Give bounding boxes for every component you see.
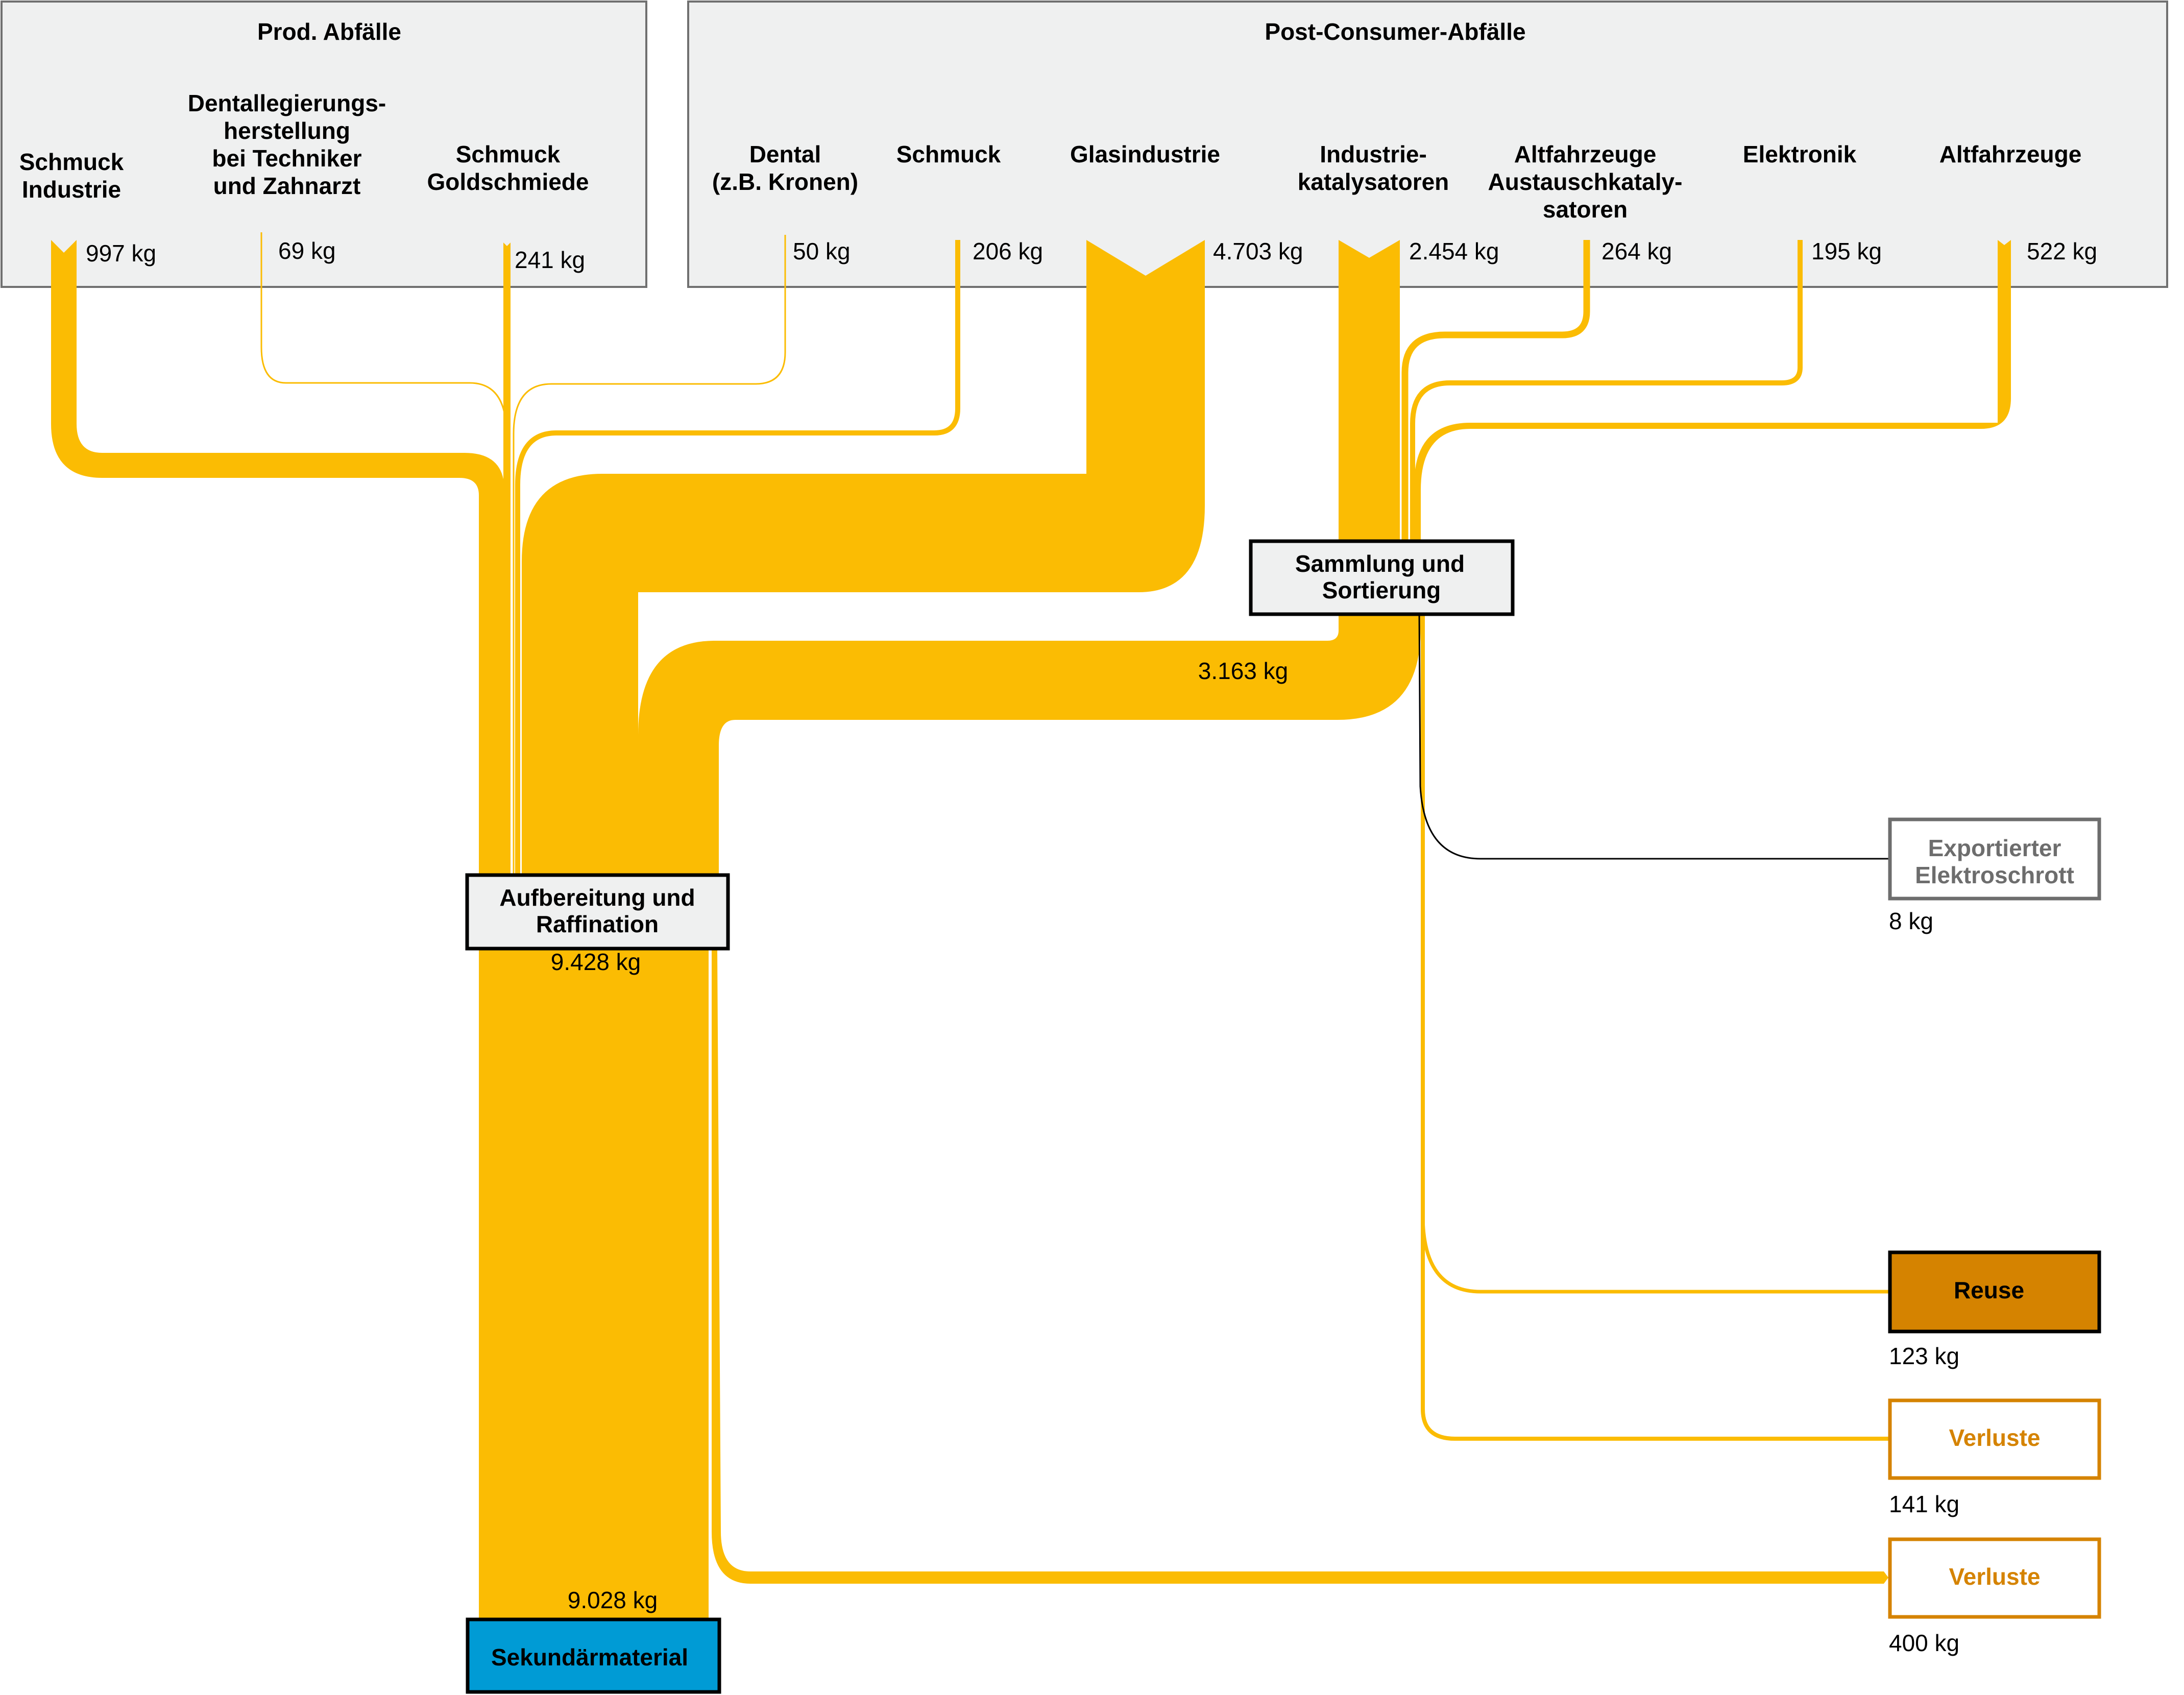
- flow-schmuck-pc: [515, 240, 960, 875]
- node-sekundaer-value: 9.028 kg: [568, 1587, 658, 1613]
- node-aufbereitung-value: 9.428 kg: [551, 949, 641, 975]
- node-aufbereitung-line1: Aufbereitung und: [499, 884, 695, 911]
- source-label-glas: Glasindustrie: [1070, 141, 1220, 167]
- source-value-dental-herst: 69 kg: [278, 237, 336, 264]
- node-box-verluste1: [1888, 1398, 2101, 1480]
- flow-aufbereitung-verluste: [712, 950, 1888, 1584]
- source-label-altfz: Altfahrzeuge: [1939, 141, 2082, 167]
- node-sammlung-line2: Sortierung: [1322, 577, 1441, 603]
- flow-elektronik: [1410, 240, 1803, 540]
- node-reuse-label: Reuse: [1954, 1277, 2024, 1303]
- source-value-schmuck-gold: 241 kg: [515, 247, 585, 273]
- source-value-industriekat: 2.454 kg: [1409, 238, 1499, 264]
- node-verluste2-label: Verluste: [1949, 1563, 2041, 1590]
- source-label-schmuck-gold: Goldschmiede: [427, 168, 589, 195]
- node-reuse-value: 123 kg: [1889, 1343, 1959, 1369]
- source-label-industriekat: Industrie-: [1320, 141, 1427, 167]
- group-box-post: [687, 1, 2168, 288]
- source-label-schmuck-pc: Schmuck: [896, 141, 1001, 167]
- flow-sammlung-verluste: [1421, 614, 1888, 1441]
- source-label-schmuck-industrie: Schmuck: [19, 149, 124, 175]
- source-label-altfz-kat: Altfahrzeuge: [1514, 141, 1657, 167]
- source-value-dental-kronen: 50 kg: [793, 238, 851, 264]
- node-box-verluste2: [1888, 1537, 2101, 1619]
- group-box-prod: [1, 1, 647, 288]
- source-label-schmuck-gold: Schmuck: [456, 141, 561, 167]
- source-label-dental-herst: und Zahnarzt: [213, 173, 361, 199]
- source-label-dental-herst: Dentallegierungs-: [188, 90, 386, 116]
- flow-dentallegierung: [260, 232, 507, 875]
- node-export-value: 8 kg: [1889, 908, 1933, 934]
- flow-schmuck-industrie: [51, 240, 504, 875]
- flow-sammlung-export: [1418, 614, 1888, 860]
- flow-schmuck-goldschmiede: [503, 243, 511, 875]
- node-box-aufbereitung: [465, 873, 730, 951]
- source-label-industriekat: katalysatoren: [1298, 168, 1449, 195]
- source-label-dental-kronen: Dental: [749, 141, 821, 167]
- source-value-schmuck-pc: 206 kg: [973, 238, 1043, 264]
- source-label-dental-kronen: (z.B. Kronen): [712, 168, 858, 195]
- group-title-prod: Prod. Abfälle: [257, 18, 401, 45]
- source-label-altfz-kat: Austauschkataly-: [1488, 168, 1683, 195]
- node-box-export: [1888, 817, 2101, 901]
- flow-sammlung-reuse: [1421, 614, 1888, 1294]
- flow-altfahrzeuge-kat: [1401, 240, 1590, 540]
- flow-industriekatalysatoren: [1339, 240, 1400, 540]
- flow-aufbereitung-sekundaer: [479, 950, 709, 1618]
- source-label-elektronik: Elektronik: [1743, 141, 1857, 167]
- node-box-sekundaer: [466, 1617, 721, 1694]
- node-sammlung-line1: Sammlung und: [1295, 550, 1465, 577]
- flow-dental-kronen: [513, 235, 786, 875]
- node-box-sammlung: [1249, 539, 1515, 616]
- source-value-glas: 4.703 kg: [1213, 238, 1303, 264]
- flow-glasindustrie: [522, 240, 1205, 875]
- node-export-line2: Elektroschrott: [1915, 862, 2074, 888]
- node-verluste1-value: 141 kg: [1889, 1491, 1959, 1517]
- source-label-altfz-kat: satoren: [1543, 196, 1628, 223]
- node-sekundaer-label: Sekundärmaterial: [491, 1644, 688, 1670]
- node-verluste2-value: 400 kg: [1889, 1630, 1959, 1656]
- source-label-dental-herst: herstellung: [224, 117, 350, 144]
- node-verluste1-label: Verluste: [1949, 1424, 2041, 1451]
- node-aufbereitung-line2: Raffination: [536, 911, 659, 937]
- source-value-altfz: 522 kg: [2027, 238, 2097, 264]
- node-export-line1: Exportierter: [1928, 835, 2061, 861]
- flow-sammlung-aufbereitung: [638, 614, 1421, 875]
- node-box-reuse: [1888, 1250, 2101, 1334]
- group-title-post: Post-Consumer-Abfälle: [1265, 18, 1525, 45]
- source-value-schmuck-industrie: 997 kg: [86, 240, 156, 267]
- source-value-elektronik: 195 kg: [1811, 238, 1882, 264]
- flows: [51, 232, 2011, 1618]
- source-label-dental-herst: bei Techniker: [212, 145, 361, 172]
- source-label-schmuck-industrie: Industrie: [22, 176, 121, 203]
- node-sammlung-value: 3.163 kg: [1198, 658, 1288, 684]
- source-value-altfz-kat: 264 kg: [1601, 238, 1672, 264]
